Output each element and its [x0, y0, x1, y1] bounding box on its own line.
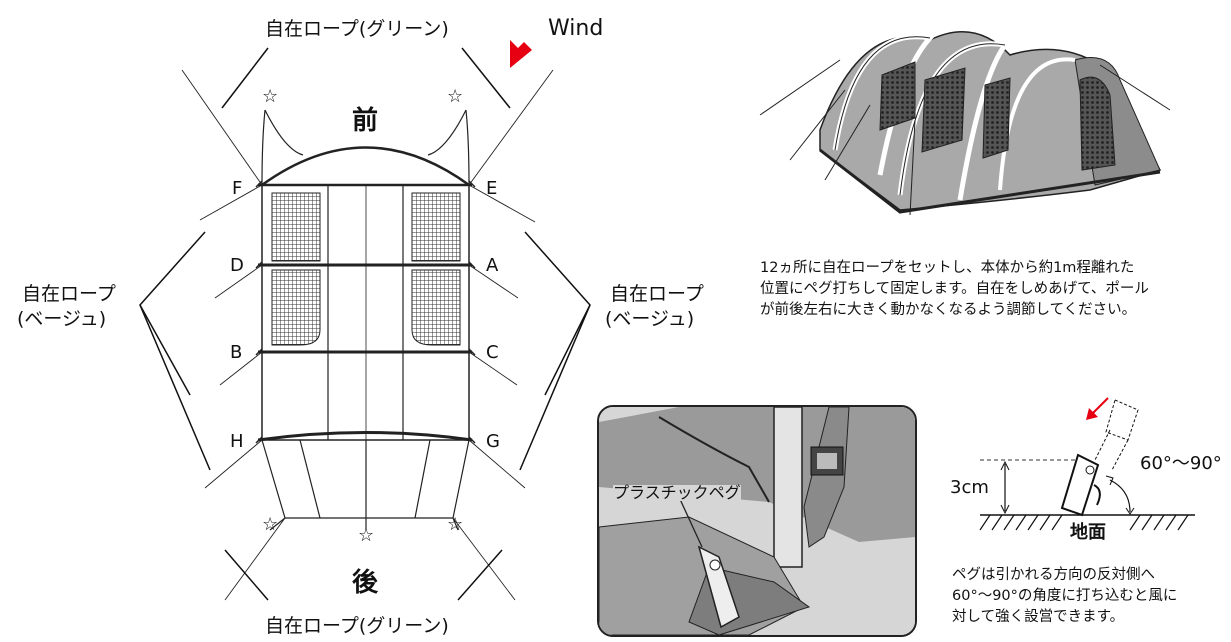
wind-arrow — [510, 28, 538, 68]
rope-setup-line-3: が前後左右に大きく動かなくなるよう調節してください。 — [760, 302, 1137, 318]
green-rope-bottom-label: 自在ロープ(グリーン) — [265, 615, 449, 637]
rope-setup-line-2: 位置にペグ打ちして固定します。自在をしめあげて、ポール — [760, 281, 1149, 297]
point-B: B — [230, 342, 243, 363]
point-D: D — [230, 255, 244, 276]
peg-inset-frame: プラスチックペグ — [597, 405, 917, 637]
star-icon: ☆ — [358, 525, 375, 546]
star-icon: ☆ — [262, 514, 279, 535]
plastic-peg-label: プラスチックペグ — [613, 483, 741, 502]
star-icon: ☆ — [447, 514, 464, 535]
wind-label: Wind — [548, 16, 604, 41]
star-icon: ☆ — [447, 86, 464, 107]
point-F: F — [232, 178, 243, 199]
ground-label: 地面 — [1068, 522, 1108, 543]
beige-rope-left-label: 自在ロープ — [22, 283, 116, 305]
beige-rope-right-label: 自在ロープ — [610, 283, 704, 305]
peg-angle-line-1: ペグは引かれる方向の反対側へ — [952, 567, 1155, 583]
beige-rope-left-sub: (ベージュ) — [17, 308, 107, 330]
point-E: E — [486, 178, 498, 199]
angle-label: 60°〜90° — [1140, 453, 1222, 474]
rope-setup-line-1: 12ヵ所に自在ロープをセットし、本体から約1m程離れた — [760, 260, 1135, 276]
point-H: H — [230, 431, 244, 452]
peg-angle-line-3: 対して強く設営できます。 — [952, 609, 1125, 625]
star-icon: ☆ — [262, 86, 279, 107]
point-G: G — [486, 431, 500, 452]
green-rope-top-label: 自在ロープ(グリーン) — [265, 18, 449, 40]
back-label: 後 — [352, 568, 379, 598]
beige-rope-right-sub: (ベージュ) — [605, 308, 695, 330]
point-C: C — [486, 342, 499, 363]
front-label: 前 — [352, 106, 379, 136]
depth-label: 3cm — [950, 477, 989, 498]
peg-angle-line-2: 60°〜90°の角度に打ち込むと風に — [952, 588, 1178, 604]
point-A: A — [486, 255, 499, 276]
